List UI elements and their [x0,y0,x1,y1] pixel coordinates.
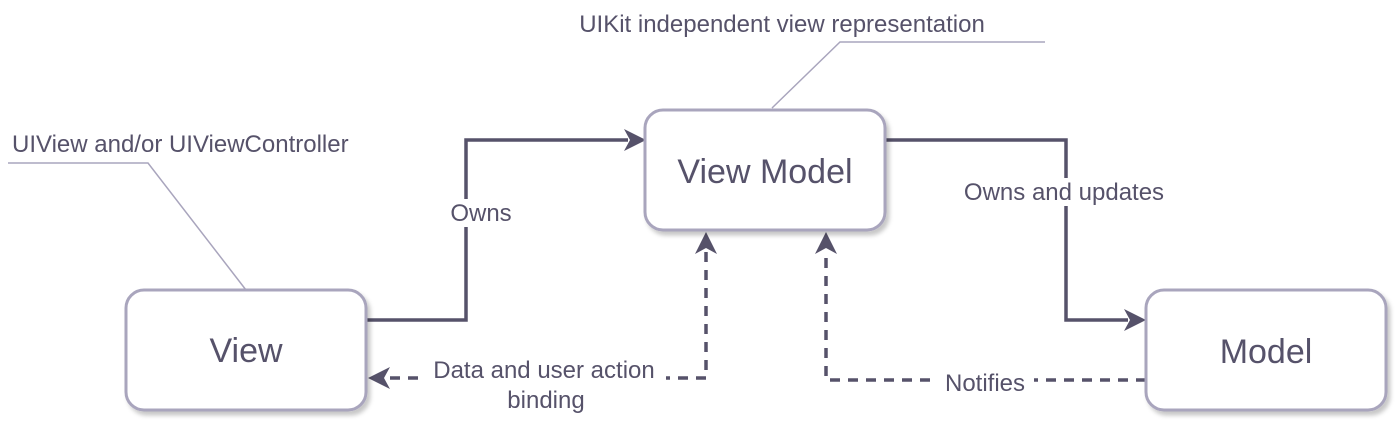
owns-label: Owns [450,200,511,227]
notifies-label-bg [938,368,1034,396]
view-annotation-leader [8,162,247,291]
owns-and-updates-label-bg [954,178,1176,206]
binding-label-line2: binding [507,387,584,414]
binding-arrowhead-left [368,367,390,389]
owns-arrow [366,138,628,322]
view-model-node: View Model [643,108,887,232]
notifies-arrow [824,252,1146,382]
model-node-label: Model [1220,333,1313,371]
view-annotation: UIView and/or UIViewController [12,131,349,158]
owns-and-updates-label: Owns and updates [964,179,1164,206]
view-node: View [124,288,368,412]
notifies-arrowhead [815,232,837,254]
owns-arrowhead [624,129,646,151]
view-model-annotation-leader [771,41,1045,109]
binding-label-bg [422,355,666,411]
view-node-label: View [209,332,283,370]
model-node: Model [1144,288,1388,412]
view-model-node-label: View Model [677,153,852,191]
view-model-annotation: UIKit independent view representation [579,11,985,38]
owns-and-updates-arrowhead [1124,309,1146,331]
notifies-label: Notifies [945,370,1025,397]
owns-label-bg [444,199,518,227]
binding-arrowhead-up [695,232,717,254]
owns-and-updates-arrow [885,138,1128,322]
binding-arrow [386,252,708,380]
binding-label-line1: Data and user action [433,357,654,384]
